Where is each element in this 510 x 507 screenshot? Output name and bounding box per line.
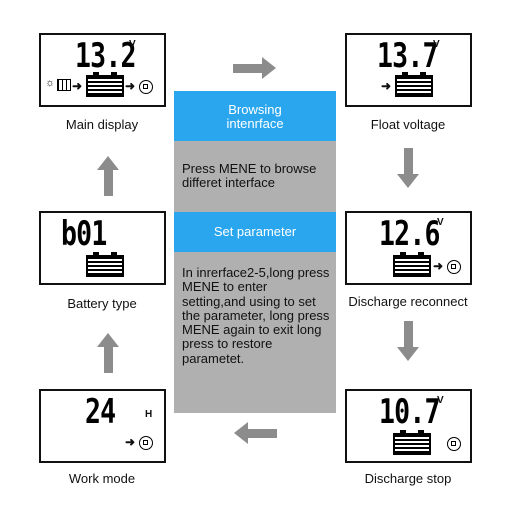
float-voltage-lcd: 13.7 V ➜ <box>345 33 472 107</box>
battery-icon <box>395 72 433 97</box>
discharge-reconnect-label: Discharge reconnect <box>348 294 468 309</box>
battery-icon <box>393 252 431 277</box>
work-mode-label: Work mode <box>68 471 136 486</box>
work-mode-reading: 24 <box>85 392 116 432</box>
float-voltage-unit: V <box>433 39 440 50</box>
discharge-stop-unit: V <box>437 395 444 406</box>
discharge-reconnect-unit: V <box>437 217 444 228</box>
bulb-icon <box>139 80 153 94</box>
battery-icon <box>86 252 124 277</box>
set-parameter-instructions: In inrerface2-5,long press MENE to enter… <box>182 265 330 366</box>
set-parameter-header: Set parameter <box>174 212 336 252</box>
bulb-icon <box>139 436 153 450</box>
float-voltage-reading: 13.7 <box>377 36 439 76</box>
bulb-icon <box>447 260 461 274</box>
battery-type-reading: b01 <box>61 214 107 254</box>
battery-type-label: Battery type <box>67 296 137 311</box>
arrow-right-icon: ➜ <box>72 79 83 93</box>
discharge-stop-reading: 10.7 <box>379 392 441 432</box>
arrow-right-icon: ➜ <box>381 79 392 93</box>
arrow-right-icon: ➜ <box>433 259 444 273</box>
discharge-reconnect-reading: 12.6 <box>379 214 441 254</box>
discharge-stop-lcd: 10.7 V <box>345 389 472 463</box>
work-mode-lcd: 24 H ➜ <box>39 389 166 463</box>
discharge-reconnect-lcd: 12.6 V ➜ <box>345 211 472 285</box>
solar-panel-icon <box>57 79 71 91</box>
main-display-lcd: 13.2 V ☼ ➜ ➜ <box>39 33 166 107</box>
battery-icon <box>86 72 124 97</box>
sun-icon: ☼ <box>45 77 56 89</box>
bulb-icon <box>447 437 461 451</box>
center-panel <box>174 91 336 413</box>
work-mode-unit: H <box>145 409 153 420</box>
battery-type-lcd: b01 <box>39 211 166 285</box>
main-display-reading: 13.2 <box>75 36 137 76</box>
float-voltage-label: Float voltage <box>370 117 446 132</box>
browsing-interface-header: Browsing intenrface <box>174 91 336 141</box>
browse-instructions: Press MENE to browse differet interface <box>182 161 317 191</box>
arrow-right-icon: ➜ <box>125 79 136 93</box>
main-display-unit: V <box>129 39 136 50</box>
arrow-right-icon: ➜ <box>125 435 136 449</box>
main-display-label: Main display <box>65 117 139 132</box>
battery-icon <box>393 430 431 455</box>
discharge-stop-label: Discharge stop <box>364 471 452 486</box>
